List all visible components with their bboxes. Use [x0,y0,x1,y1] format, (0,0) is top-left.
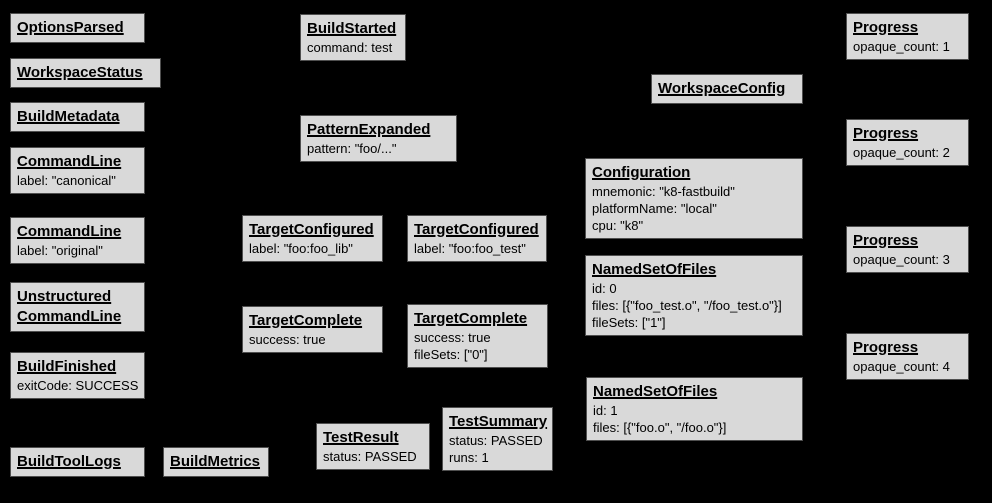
node-attribute: label: "original" [17,243,103,258]
node-title: BuildToolLogs [17,453,121,470]
node-build-started: BuildStarted command: test [300,14,406,61]
node-attribute: opaque_count: 3 [853,252,950,267]
node-workspace-config: WorkspaceConfig [651,74,803,104]
node-title: NamedSetOfFiles [593,383,718,400]
node-attribute: mnemonic: "k8-fastbuild" [592,184,735,199]
node-title: WorkspaceConfig [658,80,786,97]
node-attribute: runs: 1 [449,450,489,465]
node-build-tool-logs: BuildToolLogs [10,447,145,477]
node-attribute: opaque_count: 1 [853,39,950,54]
node-title: BuildFinished [17,358,117,375]
node-named-set-of-files-0: NamedSetOfFiles id: 0 files: [{"foo_test… [585,255,803,336]
node-configuration: Configuration mnemonic: "k8-fastbuild" p… [585,158,803,239]
node-target-complete-foo-test: TargetComplete success: true fileSets: [… [407,304,548,368]
node-named-set-of-files-1: NamedSetOfFiles id: 1 files: [{"foo.o", … [586,377,803,441]
node-attribute: label: "foo:foo_test" [414,241,526,256]
node-attribute: cpu: "k8" [592,218,644,233]
node-title: Unstructured CommandLine [17,288,122,325]
node-attribute: files: [{"foo.o", "/foo.o"}] [593,420,727,435]
node-title: BuildMetadata [17,108,120,125]
node-attribute: id: 1 [593,403,618,418]
node-target-configured-foo-lib: TargetConfigured label: "foo:foo_lib" [242,215,383,262]
node-title: Progress [853,19,919,36]
node-title: WorkspaceStatus [17,64,143,81]
node-title: Progress [853,339,919,356]
node-attribute: opaque_count: 4 [853,359,950,374]
node-pattern-expanded: PatternExpanded pattern: "foo/..." [300,115,457,162]
node-title: PatternExpanded [307,121,431,138]
node-unstructured-command-line: Unstructured CommandLine [10,282,145,332]
node-title: BuildMetrics [170,453,261,470]
node-title: Progress [853,232,919,249]
node-title: Configuration [592,164,691,181]
node-attribute: pattern: "foo/..." [307,141,397,156]
node-attribute: platformName: "local" [592,201,717,216]
node-build-metrics: BuildMetrics [163,447,269,477]
node-title: CommandLine [17,153,122,170]
node-command-line-original: CommandLine label: "original" [10,217,145,264]
node-attribute: opaque_count: 2 [853,145,950,160]
node-attribute: fileSets: ["1"] [592,315,666,330]
node-attribute: label: "foo:foo_lib" [249,241,353,256]
node-attribute: status: PASSED [323,449,417,464]
node-attribute: id: 0 [592,281,617,296]
node-title: TargetComplete [414,310,528,327]
node-attribute: status: PASSED [449,433,543,448]
node-title: TargetComplete [249,312,363,329]
node-title: TargetConfigured [414,221,539,238]
node-progress-1: Progress opaque_count: 1 [846,13,969,60]
node-target-configured-foo-test: TargetConfigured label: "foo:foo_test" [407,215,547,262]
node-attribute: files: [{"foo_test.o", "/foo_test.o"}] [592,298,782,313]
node-title: TargetConfigured [249,221,374,238]
node-attribute: success: true [249,332,326,347]
node-attribute: fileSets: ["0"] [414,347,488,362]
node-test-summary: TestSummary status: PASSED runs: 1 [442,407,553,471]
node-test-result: TestResult status: PASSED [316,423,430,470]
node-title: Progress [853,125,919,142]
node-title: TestResult [323,429,399,446]
node-attribute: exitCode: SUCCESS [17,378,139,393]
node-progress-2: Progress opaque_count: 2 [846,119,969,166]
node-title: CommandLine [17,223,122,240]
node-title: BuildStarted [307,20,397,37]
node-options-parsed: OptionsParsed [10,13,145,43]
node-progress-4: Progress opaque_count: 4 [846,333,969,380]
node-title: TestSummary [449,413,548,430]
node-command-line-canonical: CommandLine label: "canonical" [10,147,145,194]
node-progress-3: Progress opaque_count: 3 [846,226,969,273]
node-attribute: success: true [414,330,491,345]
node-title: NamedSetOfFiles [592,261,717,278]
node-build-metadata: BuildMetadata [10,102,145,132]
node-target-complete-foo-lib: TargetComplete success: true [242,306,383,353]
node-workspace-status: WorkspaceStatus [10,58,161,88]
node-attribute: command: test [307,40,393,55]
node-title: OptionsParsed [17,19,124,36]
node-attribute: label: "canonical" [17,173,116,188]
node-build-finished: BuildFinished exitCode: SUCCESS [10,352,145,399]
